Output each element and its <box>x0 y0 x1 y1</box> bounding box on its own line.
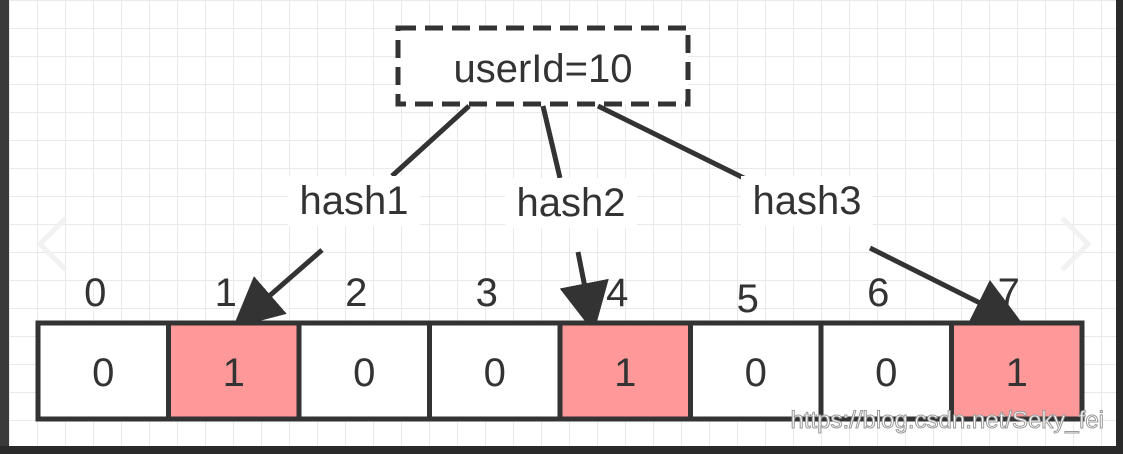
hash-label-bg-1 <box>288 176 420 226</box>
arrow-hash3-to-bit-7 <box>868 245 1024 325</box>
index-label-3: 3 <box>476 271 498 315</box>
chevron-right-icon[interactable] <box>1060 216 1092 272</box>
index-label-4: 4 <box>606 271 628 315</box>
bit-value-5: 0 <box>745 351 767 395</box>
hash-label-bg-2 <box>505 178 637 228</box>
index-label-7: 7 <box>998 271 1020 315</box>
chevron-left-icon[interactable] <box>36 216 68 272</box>
bit-value-0: 0 <box>92 351 114 395</box>
index-label-5: 5 <box>737 277 759 321</box>
arrow-hash2-to-bit-4 <box>559 251 609 333</box>
bit-value-2: 0 <box>353 351 375 395</box>
bit-array: 0 1 0 0 1 0 0 1 <box>35 320 1085 422</box>
bit-value-1: 1 <box>223 351 245 395</box>
index-label-0: 0 <box>84 271 106 315</box>
index-label-6: 6 <box>867 271 889 315</box>
hash-edges <box>232 103 1024 333</box>
hash-label-1: hash1 <box>300 179 409 223</box>
source-node-label: userId=10 <box>453 47 632 91</box>
source-node-box <box>395 25 691 107</box>
hash-label-2: hash2 <box>517 181 626 225</box>
arrow-hash1-to-bit-1 <box>232 248 324 328</box>
bit-cell-7 <box>949 320 1085 422</box>
bit-cell-6 <box>818 320 954 422</box>
viewer-frame-bottom <box>0 446 1123 454</box>
watermark-text: https://blog.csdn.net/Seky_fei <box>790 407 1104 434</box>
edge-source-to-hash3 <box>596 103 762 189</box>
hash-label-bg-3 <box>741 176 873 226</box>
index-labels: 0 1 2 3 4 5 6 7 <box>84 271 1020 321</box>
index-label-1: 1 <box>215 271 237 315</box>
edge-source-to-hash1 <box>390 104 471 178</box>
bit-value-7: 1 <box>1006 351 1028 395</box>
bit-value-6: 0 <box>875 351 897 395</box>
bit-cell-4 <box>557 320 693 422</box>
hash-labels: hash1 hash2 hash3 <box>288 176 873 228</box>
bit-cell-0 <box>35 320 171 422</box>
bit-value-3: 0 <box>484 351 506 395</box>
hash-label-3: hash3 <box>753 179 862 223</box>
viewer-frame-left <box>0 0 9 454</box>
index-label-2: 2 <box>345 271 367 315</box>
bit-cell-5 <box>688 320 824 422</box>
viewer-frame-right <box>1116 0 1123 454</box>
bit-value-4: 1 <box>614 351 636 395</box>
edge-source-to-hash2 <box>540 105 563 179</box>
